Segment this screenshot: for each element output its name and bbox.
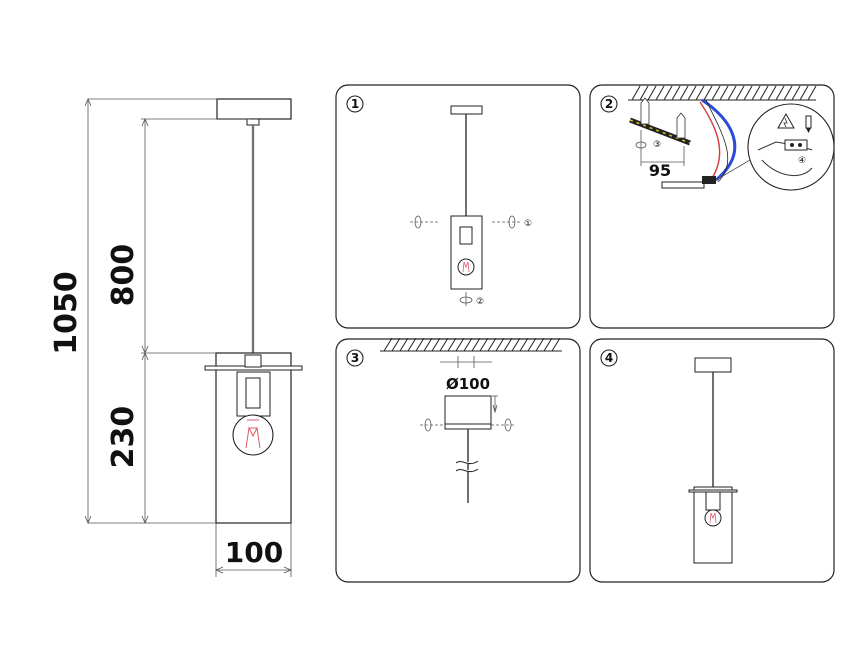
dimension-lines [84,97,293,577]
glass-shade [215,352,292,524]
step-number-1: 1 [351,97,359,111]
dim-total-height: 1050 [49,271,84,355]
step-panel-1: 1 ① ② [335,84,581,329]
step-panel-4: 4 [589,338,835,583]
rotate-icon [420,418,516,432]
step-panel-3: 3 Ø100 [335,337,581,583]
ceiling-hatch [628,85,817,101]
dim-cable-length: 800 [106,244,141,307]
callout-4: ④ [798,156,806,166]
main-dimension-drawing: 1050 800 230 100 [49,97,303,577]
dim-bracket-spacing: 95 [649,161,671,180]
warning-triangle-icon [777,112,795,129]
screw-icon [805,115,812,133]
callout-3: ③ [653,140,661,150]
ceiling-canopy [216,98,292,120]
dim-shade-width: 100 [225,536,283,569]
step-panel-2: 2 ③ 95 [589,84,835,329]
mounting-bracket [629,117,691,146]
rotate-icon [410,215,520,306]
ceiling-canopy [444,395,492,425]
supply-wires [699,98,737,183]
step-number-4: 4 [605,351,613,365]
step-number-2: 2 [605,97,613,111]
dim-canopy-diameter: Ø100 [446,375,490,393]
callout-1: ① [524,219,532,229]
dim-shade-height: 230 [106,406,141,469]
light-bulb [232,414,274,456]
ceiling-hatch [380,337,562,352]
wall-plug-icon [640,97,686,139]
step-number-3: 3 [351,351,359,365]
terminal-block-detail [715,103,835,191]
callout-2: ② [476,297,484,307]
